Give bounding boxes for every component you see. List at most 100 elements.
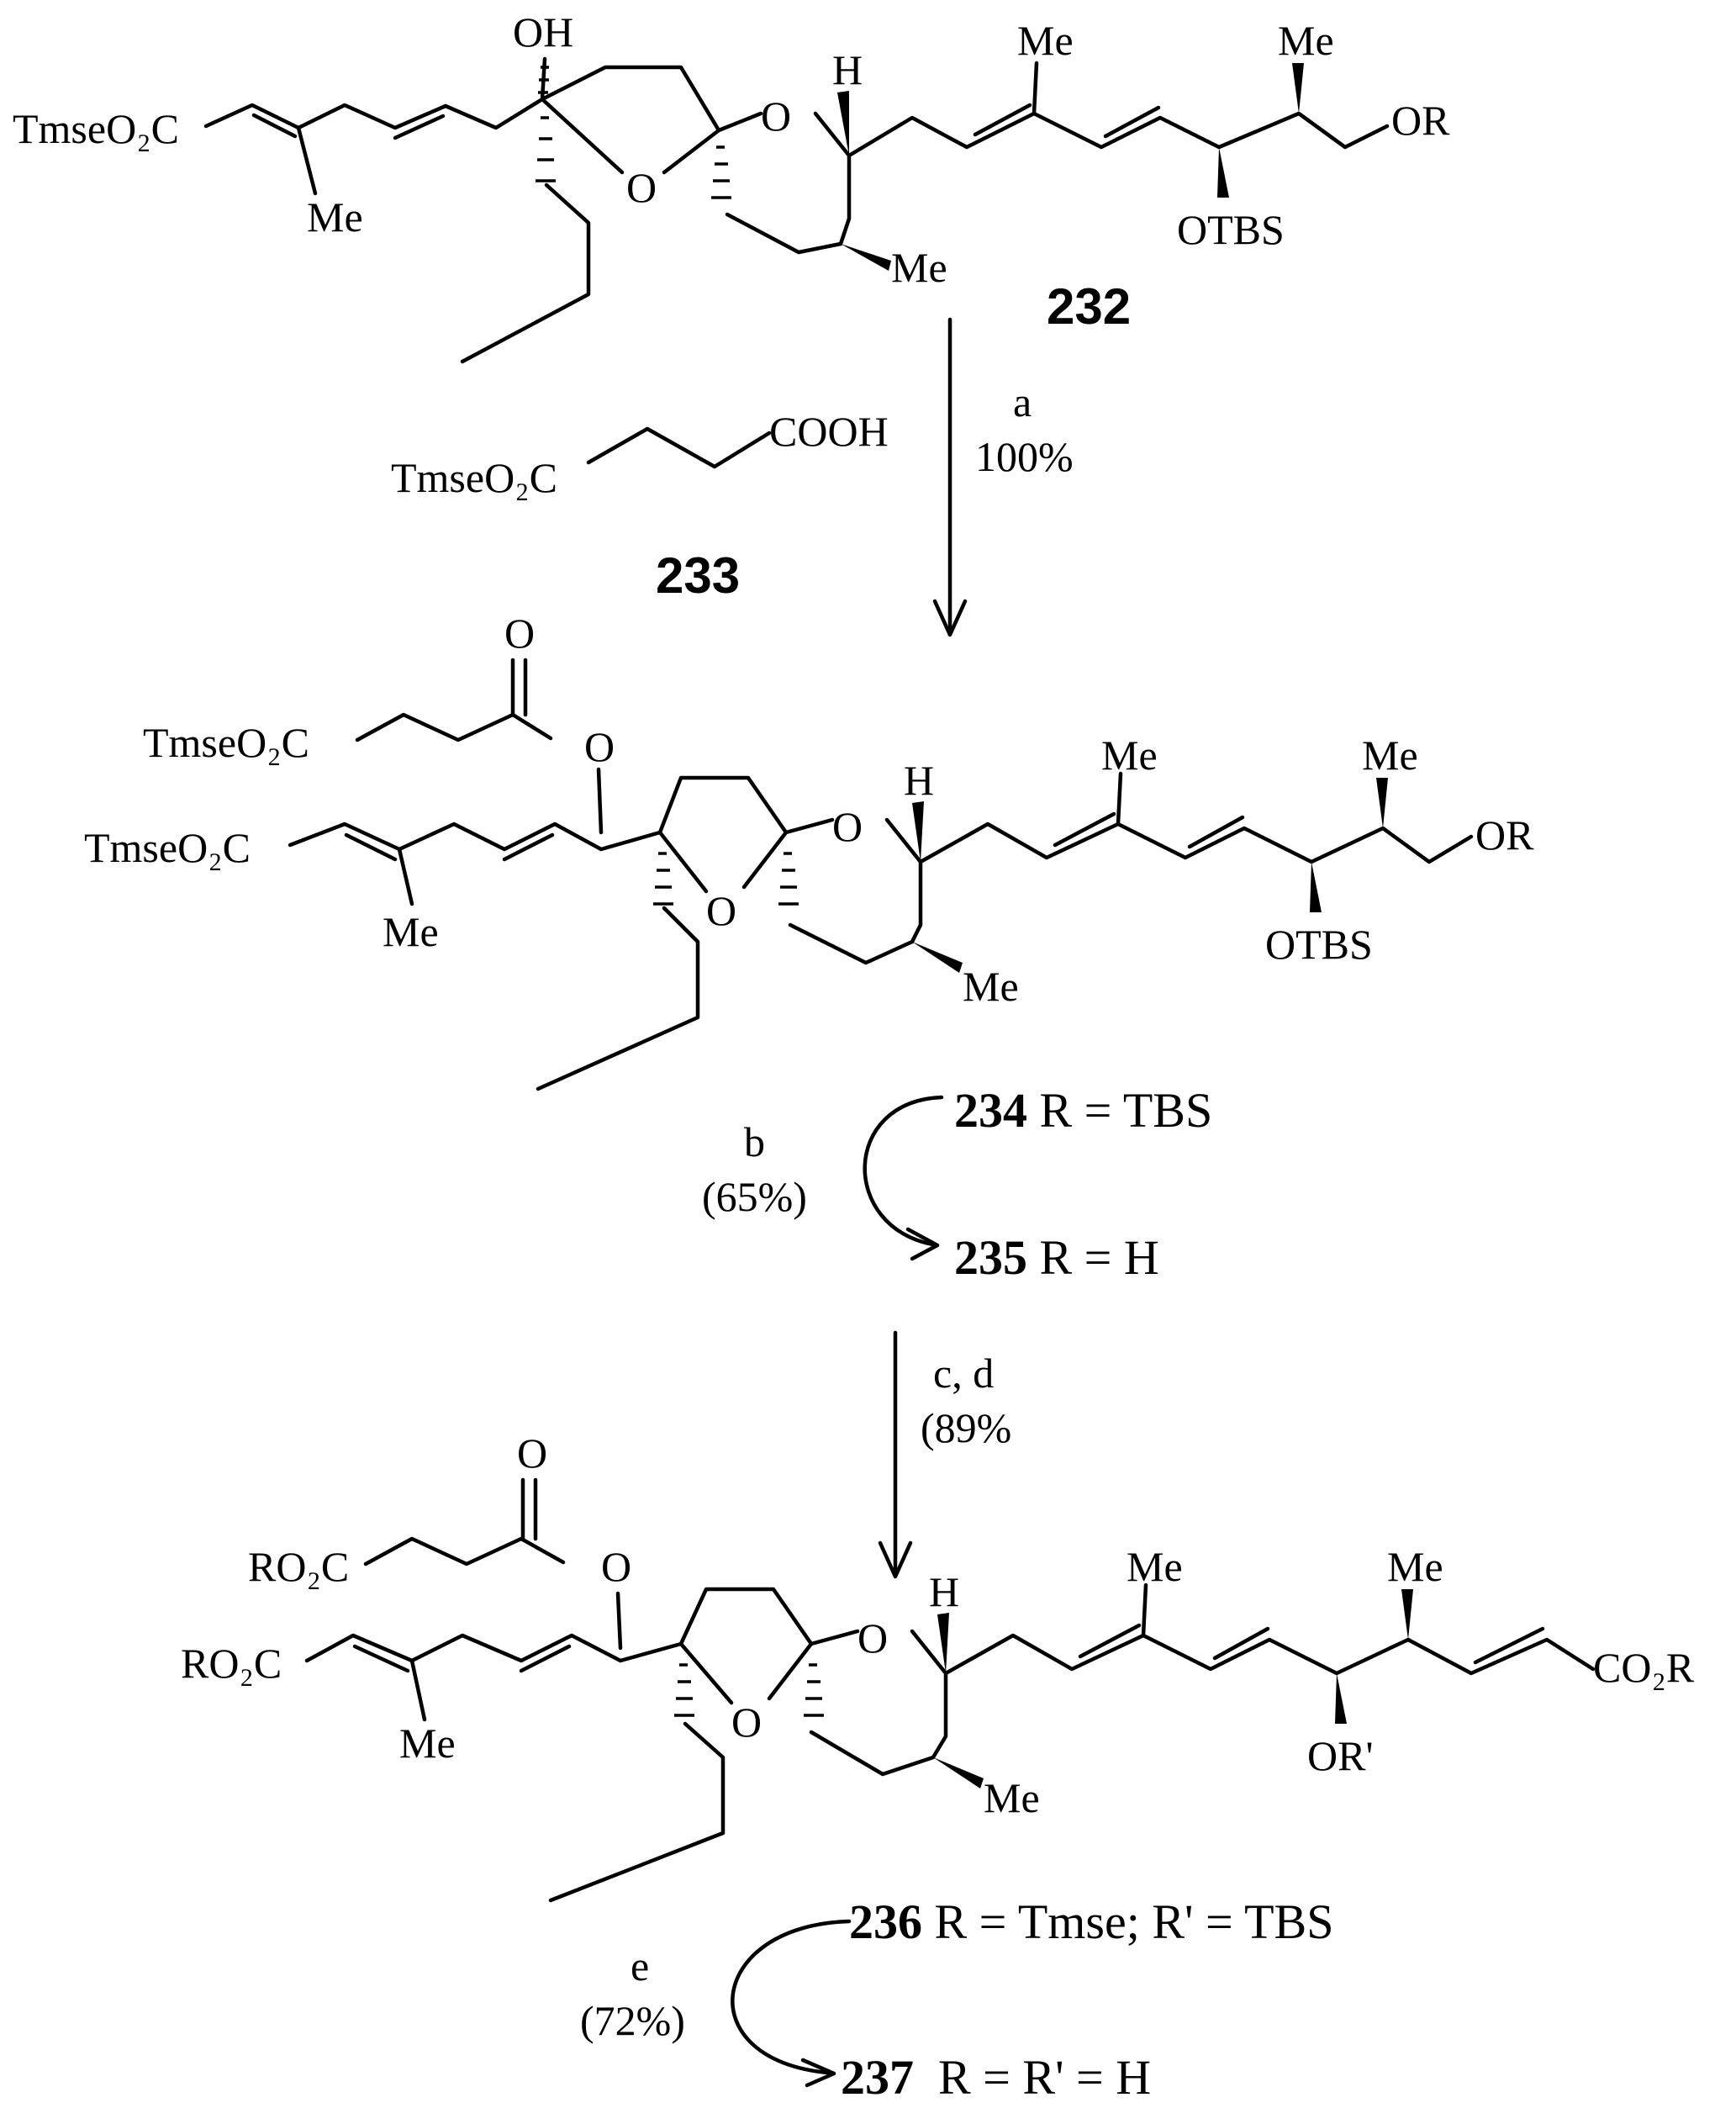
- hash-oh: [538, 66, 549, 94]
- c234-ester-top-label: TmseO₂C: [143, 719, 309, 766]
- side-236-double-3: [1473, 1626, 1545, 1665]
- c234-or-label: OR: [1475, 811, 1534, 859]
- c233-ester-label: TmseO₂C: [391, 454, 557, 501]
- c236-o-thf-label: O: [731, 1699, 762, 1746]
- step-a-letter: a: [1013, 378, 1032, 425]
- thf-236-right: [767, 1641, 814, 1701]
- butyl-chain: [460, 182, 591, 364]
- thf-234-top: [657, 775, 789, 835]
- c234-me-diene-label: Me: [383, 908, 439, 955]
- h-wedge: [837, 91, 849, 156]
- c236-ester-top-label: RO₂C: [248, 1543, 349, 1590]
- c236-co2r-label: CO₂R: [1593, 1644, 1695, 1691]
- c236-ester-label: RO₂C: [181, 1640, 282, 1687]
- c233-chain: [586, 426, 772, 469]
- svg-text:237 R = R' = H: 237 R = R' = H: [841, 2050, 1151, 2105]
- double-236-1: [352, 1644, 410, 1673]
- c236-ester-o: O: [601, 1543, 631, 1590]
- hash-butyl: [536, 116, 556, 182]
- c234-me-chain2-label: Me: [1362, 732, 1418, 779]
- hash-butyl-236: [674, 1663, 694, 1717]
- caption-237: 237 R = R' = H: [841, 2050, 1151, 2105]
- hash-butyl-234: [653, 852, 673, 906]
- or-236-wedge: [1335, 1673, 1347, 1724]
- thf-236-left: [678, 1641, 734, 1705]
- hash-thp-236: [804, 1663, 824, 1717]
- me-branch: [296, 125, 318, 196]
- c234-otbs-label: OTBS: [1265, 921, 1373, 968]
- c235-number: 235: [954, 1230, 1027, 1285]
- c232-me-thp-label: Me: [891, 244, 947, 291]
- c234-caption-text: R = TBS: [1027, 1083, 1212, 1138]
- c232-ester-label: TmseO₂C: [13, 105, 179, 152]
- otbs-234-wedge: [1310, 862, 1322, 912]
- thp-o-bond: [716, 111, 763, 133]
- double-236-2: [519, 1644, 572, 1673]
- svg-text:236 R = Tmse; R' = TBS: 236 R = Tmse; R' = TBS: [849, 1894, 1334, 1949]
- c232-number: 232: [1047, 278, 1131, 335]
- thp-236-right: [910, 1629, 948, 1760]
- me-branch-234: [397, 847, 414, 906]
- caption-234: 234 R = TBS: [954, 1083, 1212, 1138]
- diene-chain-236: [304, 1633, 683, 1663]
- double-bond-234-2: [502, 832, 555, 862]
- arrow-a-head: [932, 599, 968, 637]
- thp-right: [813, 111, 852, 246]
- ester-o-bond: [596, 767, 604, 835]
- thf-234-left: [657, 830, 709, 894]
- hash-thp-234: [778, 852, 799, 906]
- caption-235: 235 R = H: [954, 1230, 1159, 1285]
- c236-h-label: H: [929, 1568, 959, 1615]
- c232-h-label: H: [832, 46, 863, 93]
- arrow-e-head: [800, 2058, 836, 2088]
- c232-me-chain2-label: Me: [1278, 17, 1334, 64]
- c237-caption-text: R = R' = H: [914, 2050, 1151, 2105]
- c234-me-chain-label: Me: [1101, 732, 1158, 779]
- hash-thp: [711, 145, 731, 199]
- step-e-letter: e: [631, 1942, 649, 1989]
- me-thp-wedge-236: [933, 1757, 984, 1788]
- step-e-yield: (72%): [580, 1997, 685, 2044]
- side-236-double-1: [1078, 1623, 1142, 1659]
- c235-caption-text: R = H: [1027, 1230, 1159, 1285]
- c236-o-thp-label: O: [857, 1614, 888, 1662]
- c234-me-thp-label: Me: [963, 963, 1019, 1010]
- c237-number: 237: [841, 2050, 914, 2105]
- thf-234-right: [741, 830, 789, 890]
- side-chain: [847, 111, 1390, 158]
- side-double-1: [973, 103, 1032, 137]
- thp-234-o: [784, 817, 835, 835]
- caption-236: 236 R = Tmse; R' = TBS: [849, 1894, 1334, 1949]
- arrow-e-curve: [731, 1919, 852, 2075]
- c234-number: 234: [954, 1083, 1027, 1138]
- diene-chain-234: [288, 822, 662, 852]
- c233-acid-label: COOH: [769, 408, 889, 455]
- c236-me-chain-label: Me: [1127, 1543, 1183, 1590]
- compound-232: [203, 56, 1390, 364]
- arrow-b-curve: [863, 1095, 944, 1247]
- butyl-chain-236: [548, 1721, 726, 1903]
- c232-o-thf-label: O: [626, 164, 657, 211]
- thp-234-bottom: [788, 922, 915, 965]
- c236-caption-text: R = Tmse; R' = TBS: [922, 1894, 1334, 1949]
- step-cd-letter: c, d: [933, 1350, 994, 1397]
- c232-oh-label: OH: [513, 8, 573, 55]
- thp-bottom: [725, 212, 843, 255]
- arrow-b-head: [905, 1227, 940, 1261]
- c236-or-prime-label: OR': [1307, 1732, 1373, 1779]
- h-wedge-236: [937, 1613, 949, 1673]
- side-chain-234: [918, 822, 1474, 864]
- c234-ester-o: O: [584, 723, 615, 770]
- compound-234: [288, 658, 1474, 1091]
- diene-chain: [203, 97, 545, 130]
- side-double-2: [1103, 105, 1161, 139]
- thp-236-bottom: [809, 1730, 936, 1777]
- c234-o-thf-label: O: [706, 887, 736, 934]
- double-bond-234-1: [344, 832, 398, 862]
- c236-number: 236: [849, 1894, 922, 1949]
- step-cd-yield: (89%: [921, 1404, 1011, 1451]
- svg-text:235 R = H: 235 R = H: [954, 1230, 1159, 1285]
- thf-ring-right: [662, 128, 721, 175]
- c236-me-chain2-label: Me: [1387, 1543, 1443, 1590]
- me-side-234: [1116, 771, 1123, 827]
